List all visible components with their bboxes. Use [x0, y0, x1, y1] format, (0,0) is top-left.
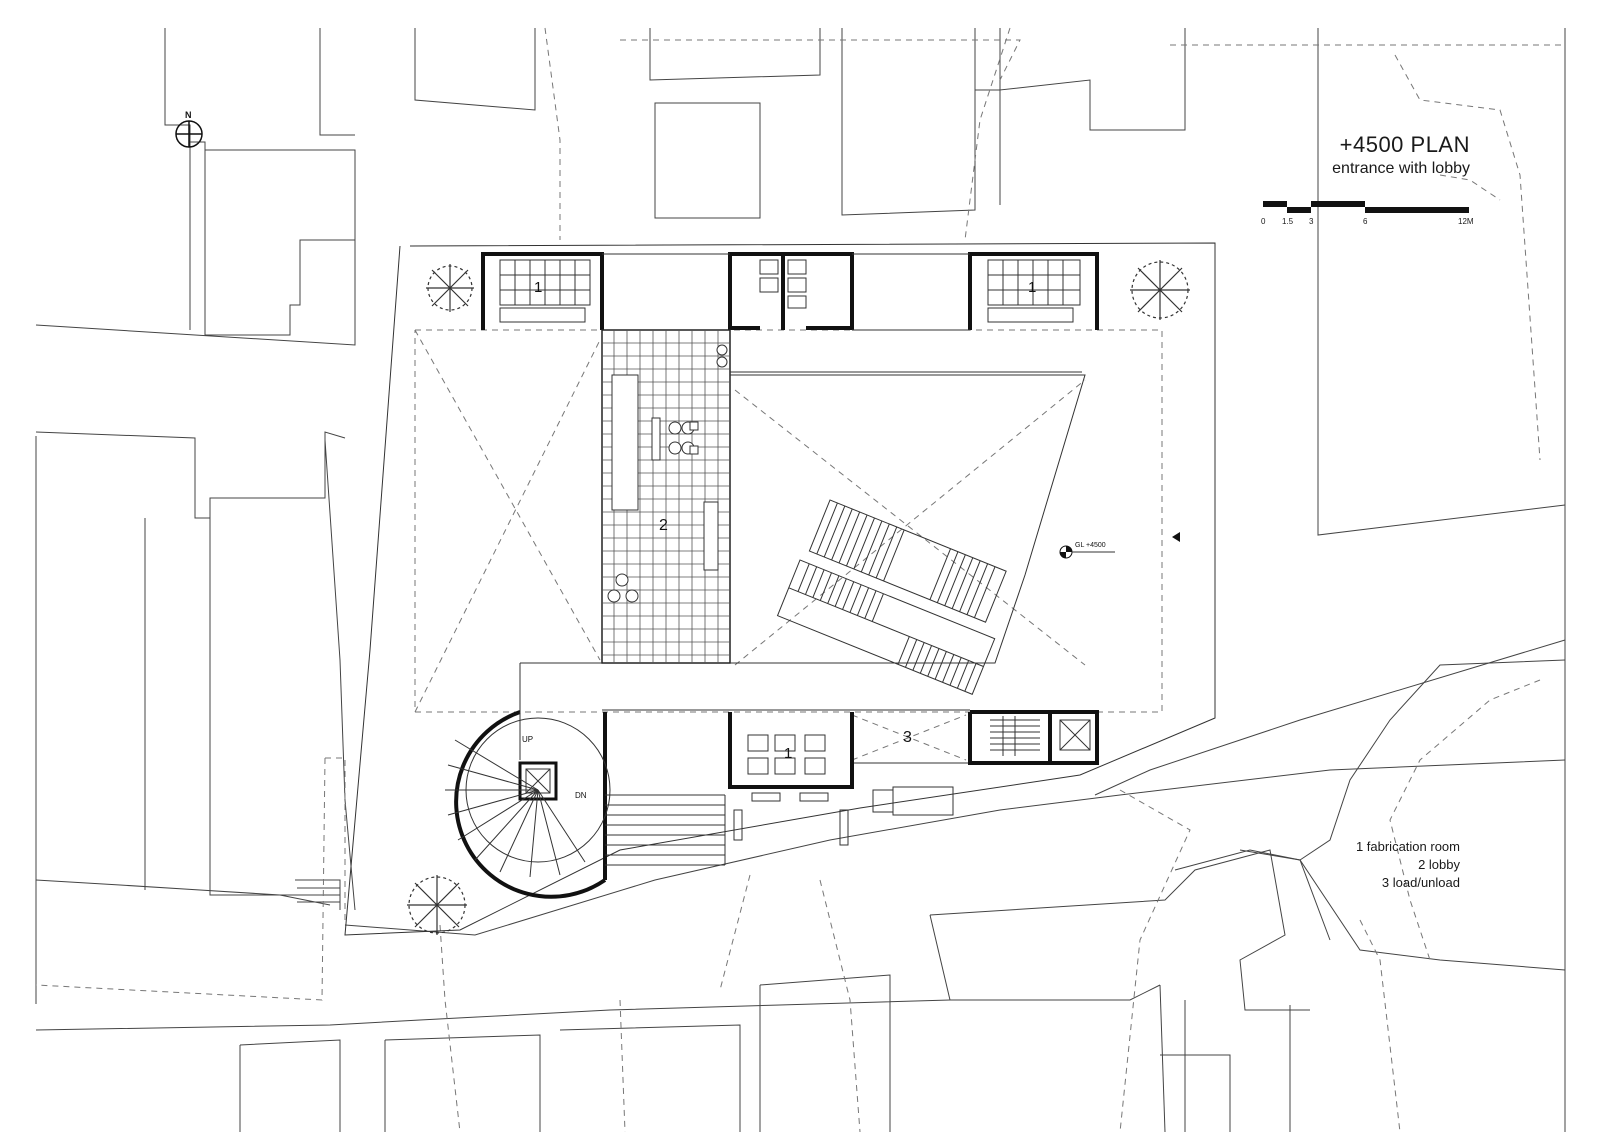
stair-dn-label: DN: [575, 791, 587, 800]
entrance-arrow-icon: [1172, 532, 1180, 542]
lobby-area: [601, 329, 731, 664]
plan-title-block: +4500 PLAN entrance with lobby: [1240, 132, 1470, 178]
south-blocks: [519, 662, 1099, 880]
scale-label-0: 0: [1261, 217, 1266, 226]
atrium: [730, 371, 1086, 695]
room-number-fab-s: 1: [784, 745, 792, 762]
north-fabrication-rooms: [481, 252, 1099, 331]
site-boundary: [344, 242, 1216, 936]
room-number-fab-nw: 1: [534, 279, 542, 296]
scale-bar: [1263, 201, 1469, 213]
scale-label-3: 6: [1363, 217, 1368, 226]
legend-item: 2 lobby: [1418, 857, 1460, 872]
north-arrow-icon: [175, 120, 203, 148]
room-number-load: 3: [903, 729, 912, 746]
stair-up-label: UP: [522, 735, 533, 744]
plan-title: +4500 PLAN: [1339, 132, 1470, 157]
spiral-stair: [445, 710, 611, 899]
legend-item: 3 load/unload: [1381, 875, 1460, 890]
room-number-fab-ne: 1: [1028, 279, 1036, 296]
tree-icon: [407, 260, 1190, 935]
scale-label-4: 12M: [1458, 217, 1474, 226]
context-buildings: [35, 28, 1566, 1132]
legend-item: 1 fabrication room: [1355, 839, 1460, 854]
scale-label-2: 3: [1309, 217, 1314, 226]
scale-label-1: 1.5: [1282, 217, 1294, 226]
roof-overhang-lines: [414, 329, 1163, 761]
plan-subtitle: entrance with lobby: [1332, 160, 1470, 177]
level-marker-label: GL +4500: [1075, 542, 1106, 549]
north-label: N: [185, 110, 192, 120]
property-lines: [35, 27, 1565, 1132]
room-legend: 1 fabrication room 2 lobby 3 load/unload: [1280, 838, 1460, 892]
room-number-lobby: 2: [659, 517, 668, 534]
level-marker-icon: [1059, 545, 1115, 559]
